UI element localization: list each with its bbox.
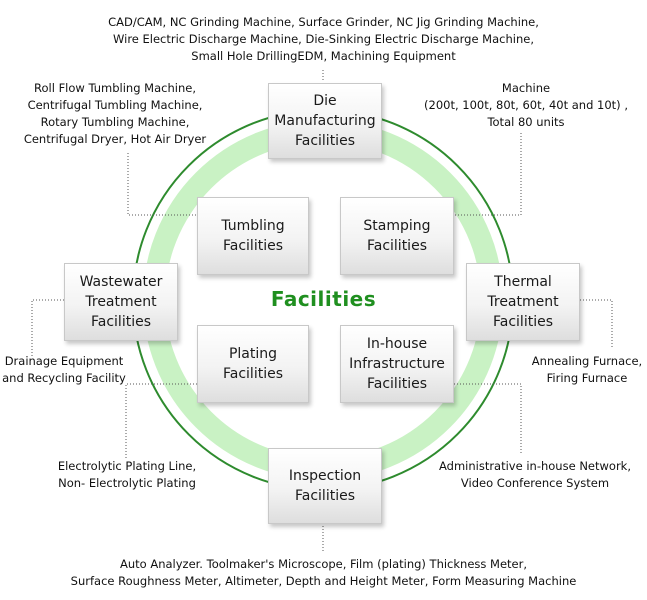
box-tumbling: Tumbling Facilities bbox=[197, 197, 309, 275]
box-wastewater-treatment: Wastewater Treatment Facilities bbox=[64, 263, 178, 341]
box-in-house-infrastructure: In-house Infrastructure Facilities bbox=[340, 325, 454, 403]
connector-stamping bbox=[454, 133, 522, 216]
connector-infrastructure bbox=[454, 383, 522, 455]
box-thermal-treatment: Thermal Treatment Facilities bbox=[466, 263, 580, 341]
box-stamping: Stamping Facilities bbox=[340, 197, 454, 275]
box-die-manufacturing: Die Manufacturing Facilities bbox=[268, 83, 382, 159]
note-wastewater: Drainage Equipment and Recycling Facilit… bbox=[2, 354, 126, 385]
box-plating: Plating Facilities bbox=[197, 325, 309, 403]
note-in-house-infrastructure: Administrative in-house Network, Video C… bbox=[438, 459, 631, 490]
note-plating: Electrolytic Plating Line, Non- Electrol… bbox=[57, 459, 197, 490]
connector-plating bbox=[125, 383, 197, 458]
note-inspection: Auto Analyzer. Toolmaker's Microscope, F… bbox=[70, 557, 577, 588]
connector-tumbling bbox=[127, 153, 197, 216]
note-die-manufacturing: CAD/CAM, NC Grinding Machine, Surface Gr… bbox=[108, 15, 539, 63]
center-title: Facilities bbox=[270, 287, 377, 311]
note-stamping: Machine (200t, 100t, 80t, 60t, 40t and 1… bbox=[424, 81, 628, 129]
connector-thermal bbox=[580, 299, 613, 348]
note-thermal: Annealing Furnace, Firing Furnace bbox=[531, 354, 643, 385]
note-tumbling: Roll Flow Tumbling Machine, Centrifugal … bbox=[23, 81, 207, 146]
box-inspection: Inspection Facilities bbox=[268, 448, 382, 524]
